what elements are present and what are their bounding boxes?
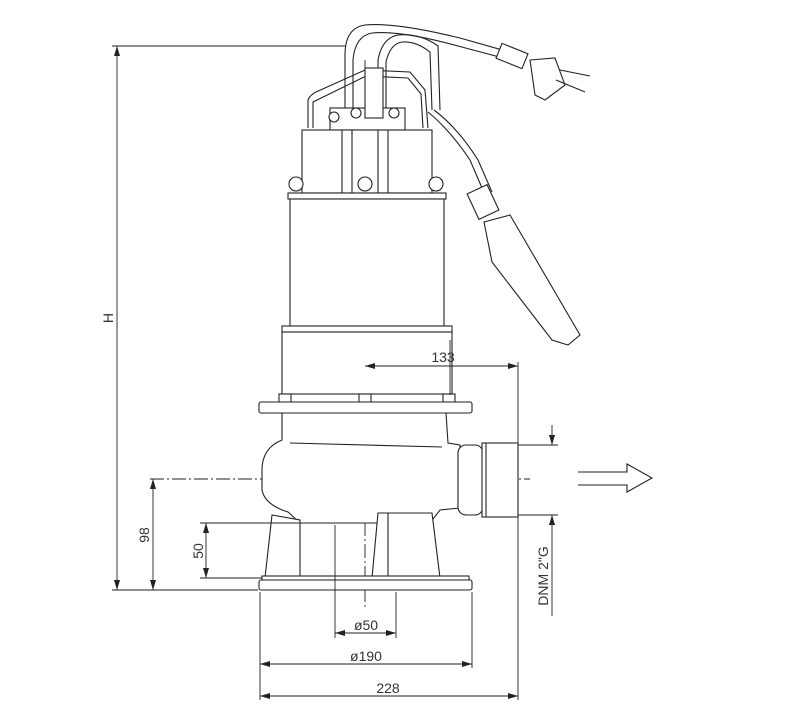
dimension-lines [112,45,558,700]
dim-label-base-diameter: ø190 [350,648,382,664]
dim-label-outlet-connection: DNM 2"G [535,546,551,605]
pump-body [258,24,591,591]
flow-direction-arrow-icon [578,463,654,493]
dim-label-inlet-diameter: ø50 [354,617,378,633]
dim-label-height: H [100,313,116,323]
dim-label-228: 228 [376,680,400,696]
dim-label-98: 98 [136,527,152,543]
dim-label-133: 133 [431,349,455,365]
dim-label-50: 50 [190,543,206,559]
power-plug [495,42,591,101]
float-switch [427,109,581,346]
